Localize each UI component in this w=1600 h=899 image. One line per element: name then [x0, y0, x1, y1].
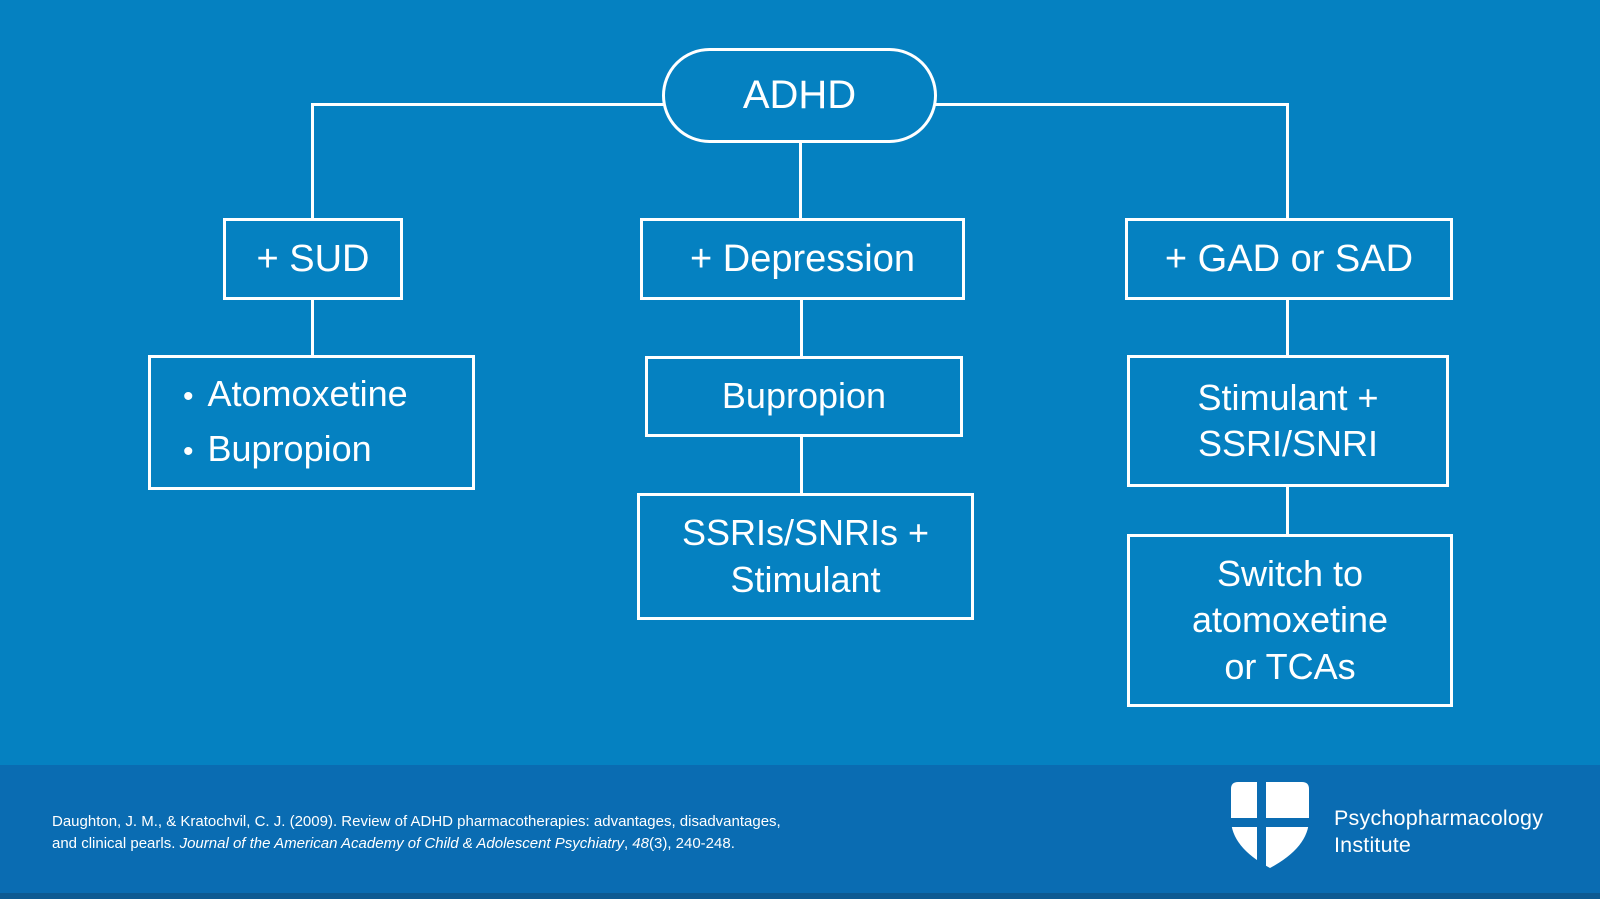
node-switch-atomoxetine-tcas: Switch to atomoxetine or TCAs — [1127, 534, 1453, 707]
node-stimulant-ssri-snri: Stimulant + SSRI/SNRI — [1127, 355, 1449, 487]
brand-name: Psychopharmacology Institute — [1334, 805, 1543, 859]
node-ssris-snris-stimulant: SSRIs/SNRIs + Stimulant — [637, 493, 974, 620]
connector-depression-to-bupropion — [800, 299, 803, 356]
citation-line-1: Daughton, J. M., & Kratochvil, C. J. (20… — [52, 813, 781, 830]
footer-bottom-strip — [0, 893, 1600, 899]
node-sud-treatments: • Atomoxetine • Bupropion — [148, 355, 475, 490]
node-stimulant-ssri-snri-label: Stimulant + SSRI/SNRI — [1197, 376, 1379, 464]
connector-root-center-vertical — [799, 141, 802, 218]
brand-name-line-1: Psychopharmacology — [1334, 806, 1544, 830]
connector-root-right-horizontal — [935, 103, 1289, 106]
node-ssris-snris-stimulant-label: SSRIs/SNRIs + Stimulant — [681, 512, 930, 600]
citation-volume: 48 — [632, 835, 649, 852]
node-gad-sad: + GAD or SAD — [1125, 218, 1453, 300]
node-switch-atomoxetine-tcas-label: Switch to atomoxetine or TCAs — [1191, 553, 1389, 687]
node-gad-sad-label: + GAD or SAD — [1164, 237, 1414, 280]
connector-sud-to-treatments — [311, 299, 314, 355]
node-bupropion: Bupropion — [645, 356, 963, 437]
shield-cross-icon — [1230, 781, 1310, 869]
citation-line-2: and clinical pearls. Journal of the Amer… — [52, 835, 735, 852]
connector-stimulant-to-switch — [1286, 486, 1289, 535]
institute-logo: Psychopharmacology Institute — [1230, 781, 1543, 869]
footer-bar: Daughton, J. M., & Kratochvil, C. J. (20… — [0, 765, 1600, 893]
citation: Daughton, J. M., & Kratochvil, C. J. (20… — [52, 811, 781, 855]
connector-gad-to-stimulant — [1286, 299, 1289, 355]
brand-name-line-2: Institute — [1334, 833, 1412, 857]
citation-journal-title: Journal of the American Academy of Child… — [179, 835, 624, 852]
treatment-item-label: Bupropion — [207, 427, 372, 469]
connector-right-vertical — [1286, 103, 1289, 218]
treatment-item: • Atomoxetine — [183, 368, 408, 423]
node-bupropion-label: Bupropion — [721, 375, 887, 417]
node-depression-label: + Depression — [690, 237, 915, 280]
bullet-icon: • — [183, 379, 194, 413]
connector-root-left-horizontal — [311, 103, 664, 106]
bullet-icon: • — [183, 434, 194, 468]
node-sud: + SUD — [223, 218, 403, 300]
connector-left-vertical — [311, 103, 314, 218]
treatment-item: • Bupropion — [183, 423, 372, 478]
treatment-item-label: Atomoxetine — [207, 372, 408, 414]
node-adhd-label: ADHD — [742, 72, 857, 117]
node-depression: + Depression — [640, 218, 965, 300]
node-sud-label: + SUD — [256, 237, 370, 280]
connector-bupropion-to-ssris — [800, 436, 803, 494]
node-adhd: ADHD — [662, 48, 937, 143]
